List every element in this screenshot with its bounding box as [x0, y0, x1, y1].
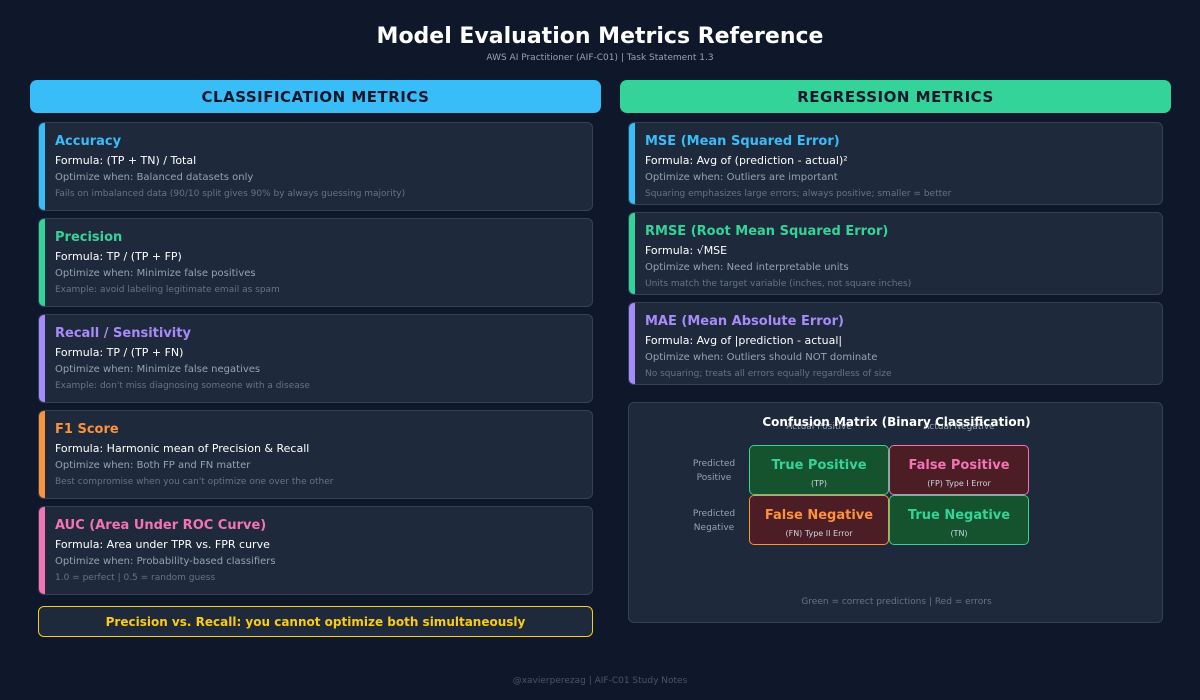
metric-note: 1.0 = perfect | 0.5 = random guess	[55, 573, 216, 583]
metric-optimize: Optimize when: Outliers are important	[645, 172, 838, 183]
metric-optimize: Optimize when: Minimize false positives	[55, 268, 256, 279]
metric-note: Best compromise when you can't optimize …	[55, 477, 334, 487]
cm-cell-true-negative: True Negative (TN)	[889, 495, 1029, 545]
metric-formula: Formula: Area under TPR vs. FPR curve	[55, 538, 270, 551]
metric-card-accuracy: Accuracy Formula: (TP + TN) / Total Opti…	[38, 122, 593, 211]
page-subtitle: AWS AI Practitioner (AIF-C01) | Task Sta…	[486, 53, 714, 63]
metric-note: Squaring emphasizes large errors; always…	[645, 189, 952, 199]
confusion-matrix-panel: Actual Positive Actual Negative Confusio…	[628, 402, 1163, 623]
classification-header: CLASSIFICATION METRICS	[30, 80, 601, 113]
metric-name: MSE (Mean Squared Error)	[645, 134, 840, 149]
accent-bar	[629, 213, 635, 294]
cm-cell-label: False Negative	[764, 508, 874, 523]
cm-col-header-actual-positive: Actual Positive	[786, 422, 852, 432]
page-title: Model Evaluation Metrics Reference	[376, 24, 824, 49]
metric-name: RMSE (Root Mean Squared Error)	[645, 224, 889, 239]
metric-card-f1: F1 Score Formula: Harmonic mean of Preci…	[38, 410, 593, 499]
metric-optimize: Optimize when: Balanced datasets only	[55, 172, 254, 183]
cm-row-header-line: Positive	[696, 473, 732, 483]
metric-name: F1 Score	[55, 422, 119, 437]
cm-col-header-actual-negative: Actual Negative	[923, 422, 995, 432]
regression-header: REGRESSION METRICS	[620, 80, 1171, 113]
metric-card-auc: AUC (Area Under ROC Curve) Formula: Area…	[38, 506, 593, 595]
metric-name: AUC (Area Under ROC Curve)	[55, 518, 267, 533]
cm-row-header-predicted-negative: Predicted Negative	[669, 507, 759, 535]
precision-recall-callout: Precision vs. Recall: you cannot optimiz…	[38, 606, 593, 637]
metric-formula: Formula: TP / (TP + FP)	[55, 250, 182, 263]
cm-cell-false-negative: False Negative (FN) Type II Error	[749, 495, 889, 545]
metric-optimize: Optimize when: Outliers should NOT domin…	[645, 352, 878, 363]
accent-bar	[39, 315, 45, 402]
confusion-matrix-title: Confusion Matrix (Binary Classification)	[762, 415, 1031, 429]
cm-cell-sublabel: (TN)	[950, 529, 968, 538]
metric-note: No squaring; treats all errors equally r…	[645, 369, 892, 379]
cm-cell-label: False Positive	[908, 458, 1010, 473]
accent-bar	[39, 507, 45, 594]
accent-bar	[39, 123, 45, 210]
accent-bar	[629, 123, 635, 204]
metric-note: Example: don't miss diagnosing someone w…	[55, 381, 310, 391]
confusion-matrix-legend: Green = correct predictions | Red = erro…	[801, 597, 992, 607]
metric-name: Precision	[55, 230, 123, 245]
metric-formula: Formula: Harmonic mean of Precision & Re…	[55, 442, 310, 455]
accent-bar	[629, 303, 635, 384]
metric-formula: Formula: TP / (TP + FN)	[55, 346, 184, 359]
cm-cell-false-positive: False Positive (FP) Type I Error	[889, 445, 1029, 495]
cm-row-header-predicted-positive: Predicted Positive	[669, 457, 759, 485]
accent-bar	[39, 219, 45, 306]
footer-credit: @xavierperezag | AIF-C01 Study Notes	[512, 676, 688, 686]
metric-card-rmse: RMSE (Root Mean Squared Error) Formula: …	[628, 212, 1163, 295]
metric-card-mse: MSE (Mean Squared Error) Formula: Avg of…	[628, 122, 1163, 205]
cm-row-header-line: Predicted	[692, 509, 736, 519]
cm-row-header-line: Predicted	[692, 459, 736, 469]
cm-cell-sublabel: (FP) Type I Error	[927, 479, 991, 488]
metric-card-mae: MAE (Mean Absolute Error) Formula: Avg o…	[628, 302, 1163, 385]
metric-formula: Formula: Avg of |prediction - actual|	[645, 334, 843, 347]
metric-name: Recall / Sensitivity	[55, 326, 191, 341]
metric-name: MAE (Mean Absolute Error)	[645, 314, 844, 329]
cm-cell-label: True Negative	[907, 508, 1011, 523]
metric-formula: Formula: (TP + TN) / Total	[55, 154, 197, 167]
metric-optimize: Optimize when: Minimize false negatives	[55, 364, 261, 375]
metric-optimize: Optimize when: Need interpretable units	[645, 262, 849, 273]
metric-name: Accuracy	[55, 134, 122, 149]
accent-bar	[39, 411, 45, 498]
cm-cell-sublabel: (FN) Type II Error	[785, 529, 853, 538]
metric-card-precision: Precision Formula: TP / (TP + FP) Optimi…	[38, 218, 593, 307]
metric-optimize: Optimize when: Probability-based classif…	[55, 556, 276, 567]
metric-card-recall: Recall / Sensitivity Formula: TP / (TP +…	[38, 314, 593, 403]
metric-note: Example: avoid labeling legitimate email…	[55, 285, 280, 295]
metric-formula: Formula: Avg of (prediction - actual)²	[645, 154, 848, 167]
cm-row-header-line: Negative	[693, 523, 735, 533]
metric-note: Fails on imbalanced data (90/10 split gi…	[55, 189, 406, 199]
cm-cell-sublabel: (TP)	[811, 479, 827, 488]
metric-note: Units match the target variable (inches,…	[645, 279, 912, 289]
metric-optimize: Optimize when: Both FP and FN matter	[55, 460, 251, 471]
cm-cell-true-positive: True Positive (TP)	[749, 445, 889, 495]
metric-formula: Formula: √MSE	[645, 244, 728, 257]
cm-cell-label: True Positive	[771, 458, 867, 473]
